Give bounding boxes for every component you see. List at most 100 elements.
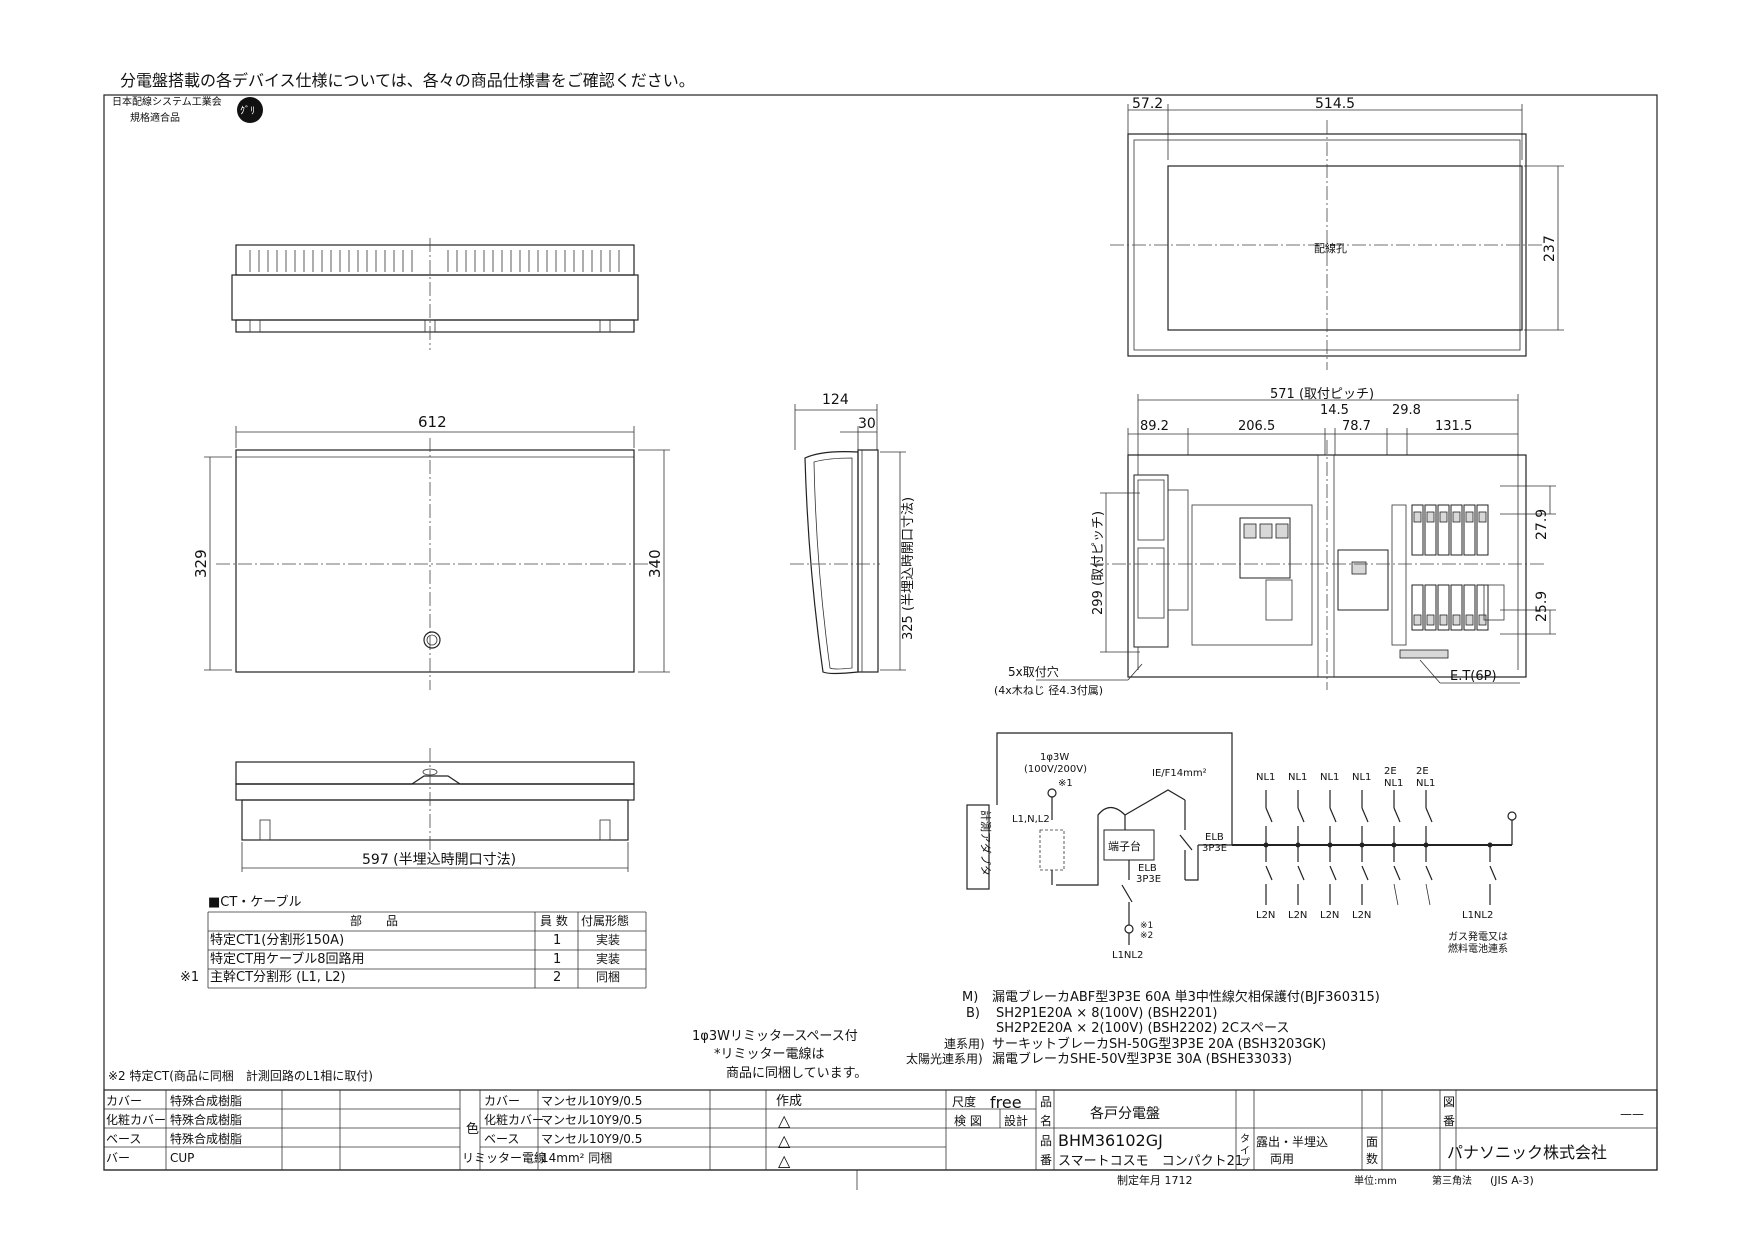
series-name: スマートコスモ コンパクト21 xyxy=(1058,1154,1243,1169)
circuit-mark3: ※2 xyxy=(1140,931,1153,941)
holes-note: (4x木ねじ 径4.3付属) xyxy=(994,684,1103,697)
dim-front-height-outer: 340 xyxy=(646,549,664,578)
svg-text:化粧カバー: 化粧カバー xyxy=(106,1113,166,1127)
svg-text:プ: プ xyxy=(1240,1157,1250,1169)
svg-text:化粧カバー: 化粧カバー xyxy=(484,1113,544,1127)
svg-text:商品に同梱しています。: 商品に同梱しています。 xyxy=(726,1066,867,1081)
spec-list: M) 漏電ブレーカABF型3P3E 60A 単3中性線欠相保護付(BJF3603… xyxy=(906,989,1380,1067)
svg-text:検 図: 検 図 xyxy=(954,1114,982,1128)
svg-text:イ: イ xyxy=(1240,1146,1250,1157)
company-name: パナソニック株式会社 xyxy=(1447,1143,1607,1162)
svg-text:特殊合成樹脂: 特殊合成樹脂 xyxy=(170,1131,242,1146)
ct-row-mark: ※1 xyxy=(180,970,199,985)
svg-text:*リミッター電線は: *リミッター電線は xyxy=(714,1046,825,1062)
svg-text:——: —— xyxy=(1620,1107,1644,1121)
svg-text:面: 面 xyxy=(1366,1135,1378,1149)
ct-row-qty: 1 xyxy=(553,952,561,967)
svg-text:マンセル10Y9/0.5: マンセル10Y9/0.5 xyxy=(541,1132,642,1146)
svg-text:両用: 両用 xyxy=(1270,1152,1294,1166)
svg-text:L2N: L2N xyxy=(1256,910,1275,921)
svg-text:マンセル10Y9/0.5: マンセル10Y9/0.5 xyxy=(541,1113,642,1127)
svg-text:ELB: ELB xyxy=(1138,863,1157,874)
holes-label: 5x取付穴 xyxy=(1008,664,1059,679)
svg-text:M): M) xyxy=(962,990,978,1005)
limiter-note: 1φ3Wリミッタースペース付 *リミッター電線は 商品に同梱しています。 xyxy=(692,1029,867,1081)
ct-row-form: 実装 xyxy=(596,932,620,947)
svg-text:尺度: 尺度 xyxy=(952,1094,976,1109)
svg-text:リミッター電線: リミッター電線 xyxy=(462,1150,546,1165)
dim-back-left: 57.2 xyxy=(1132,96,1163,112)
svg-text:ELB: ELB xyxy=(1205,832,1224,843)
svg-text:NL1: NL1 xyxy=(1256,772,1275,783)
svg-text:CUP: CUP xyxy=(170,1151,194,1165)
ct-row-part: 特定CT用ケーブル8回路用 xyxy=(210,951,365,967)
svg-text:燃料電池連系: 燃料電池連系 xyxy=(1448,942,1508,955)
dim-d5: 29.8 xyxy=(1392,403,1421,418)
svg-text:色: 色 xyxy=(466,1121,479,1137)
dim-back-height: 237 xyxy=(1542,235,1558,262)
svg-text:図: 図 xyxy=(1443,1095,1455,1109)
dim-d3: 14.5 xyxy=(1320,403,1349,418)
angle-label: 第三角法 xyxy=(1432,1174,1472,1187)
svg-text:タ: タ xyxy=(1240,1133,1250,1145)
jis-label: (JIS A-3) xyxy=(1490,1174,1534,1187)
unit-label: 単位:mm xyxy=(1354,1174,1397,1187)
dim-bottom-opening: 597 (半埋込時開口寸法) xyxy=(362,852,516,868)
ct-row-qty: 2 xyxy=(553,970,561,985)
dim-side-depth: 124 xyxy=(822,392,849,408)
front-view: 612 329 340 xyxy=(192,413,670,690)
circuit-mark1: ※1 xyxy=(1058,778,1073,789)
svg-text:品: 品 xyxy=(1040,1134,1052,1148)
svg-text:数: 数 xyxy=(1366,1151,1378,1166)
svg-text:2E: 2E xyxy=(1384,766,1397,777)
svg-text:設計: 設計 xyxy=(1004,1113,1028,1128)
back-view: 57.2 514.5 237 配線孔 xyxy=(1110,96,1564,370)
ct-header-form: 付属形態 xyxy=(581,913,629,928)
et-label: E.T(6P) xyxy=(1450,669,1497,684)
svg-text:サーキットブレーカSH-50G型3P3E 20A (BSH3: サーキットブレーカSH-50G型3P3E 20A (BSH3203GK) xyxy=(992,1036,1326,1052)
svg-text:連系用): 連系用) xyxy=(944,1037,985,1051)
svg-text:漏電ブレーカABF型3P3E 60A 単3中性線欠相保護付(: 漏電ブレーカABF型3P3E 60A 単3中性線欠相保護付(BJF360315) xyxy=(992,989,1380,1005)
dim-d1: 89.2 xyxy=(1140,419,1169,434)
svg-text:1φ3W: 1φ3W xyxy=(1040,752,1069,763)
svg-text:特殊合成樹脂: 特殊合成樹脂 xyxy=(170,1112,242,1127)
svg-text:日本配線システム工業会: 日本配線システム工業会 xyxy=(112,95,222,108)
svg-text:(100V/200V): (100V/200V) xyxy=(1024,764,1087,775)
svg-text:番: 番 xyxy=(1443,1114,1455,1128)
svg-text:SH2P1E20A × 8(100V) (BSH2201): SH2P1E20A × 8(100V) (BSH2201) xyxy=(996,1006,1217,1021)
title-block: カバー 特殊合成樹脂 化粧カバー 特殊合成樹脂 ベース 特殊合成樹脂 バー CU… xyxy=(103,1089,1658,1190)
svg-text:L2N: L2N xyxy=(1288,910,1307,921)
svg-text:規格適合品: 規格適合品 xyxy=(130,111,180,124)
dim-side-flange: 30 xyxy=(858,416,876,432)
dim-d6: 131.5 xyxy=(1435,419,1472,434)
svg-text:名: 名 xyxy=(1040,1113,1052,1128)
right-out: L1NL2 xyxy=(1462,910,1493,921)
internal-view: 571 (取付ピッチ) 89.2 206.5 14.5 78.7 29.8 13… xyxy=(994,387,1556,697)
ct-row-form: 実装 xyxy=(596,951,620,966)
svg-text:NL1: NL1 xyxy=(1288,772,1307,783)
ct-header-part: 部 品 xyxy=(350,913,398,928)
header-note: 分電盤搭載の各デバイス仕様については、各々の商品仕様書をご確認ください。 xyxy=(120,71,695,90)
svg-text:バー: バー xyxy=(106,1151,130,1165)
dim-d2: 206.5 xyxy=(1238,419,1275,434)
ct-title: ■CT・ケーブル xyxy=(208,894,302,910)
ct-row-form: 同梱 xyxy=(596,970,620,984)
svg-text:番: 番 xyxy=(1040,1153,1052,1167)
dim-pitch-total: 571 (取付ピッチ) xyxy=(1270,387,1374,402)
back-label: 配線孔 xyxy=(1314,241,1347,255)
svg-text:漏電ブレーカSHE-50V型3P3E 30A (BSHE33: 漏電ブレーカSHE-50V型3P3E 30A (BSHE33033) xyxy=(992,1051,1292,1067)
svg-text:作成: 作成 xyxy=(776,1094,802,1109)
circuit-mark2: ※1 xyxy=(1140,921,1153,931)
ct-header-qty: 員 数 xyxy=(540,913,568,928)
svg-text:△: △ xyxy=(778,1111,791,1130)
svg-text:ベース: ベース xyxy=(106,1132,141,1146)
svg-text:NL1: NL1 xyxy=(1384,778,1403,789)
svg-text:マンセル10Y9/0.5: マンセル10Y9/0.5 xyxy=(541,1094,642,1108)
circuit-out: L1NL2 xyxy=(1112,950,1143,961)
dim-front-height: 329 xyxy=(192,549,210,578)
ct-row-qty: 1 xyxy=(553,933,561,948)
dim-side-opening: 325 (半埋込時開口寸法) xyxy=(901,497,916,640)
svg-text:NL1: NL1 xyxy=(1352,772,1371,783)
svg-text:ベース: ベース xyxy=(484,1132,519,1146)
